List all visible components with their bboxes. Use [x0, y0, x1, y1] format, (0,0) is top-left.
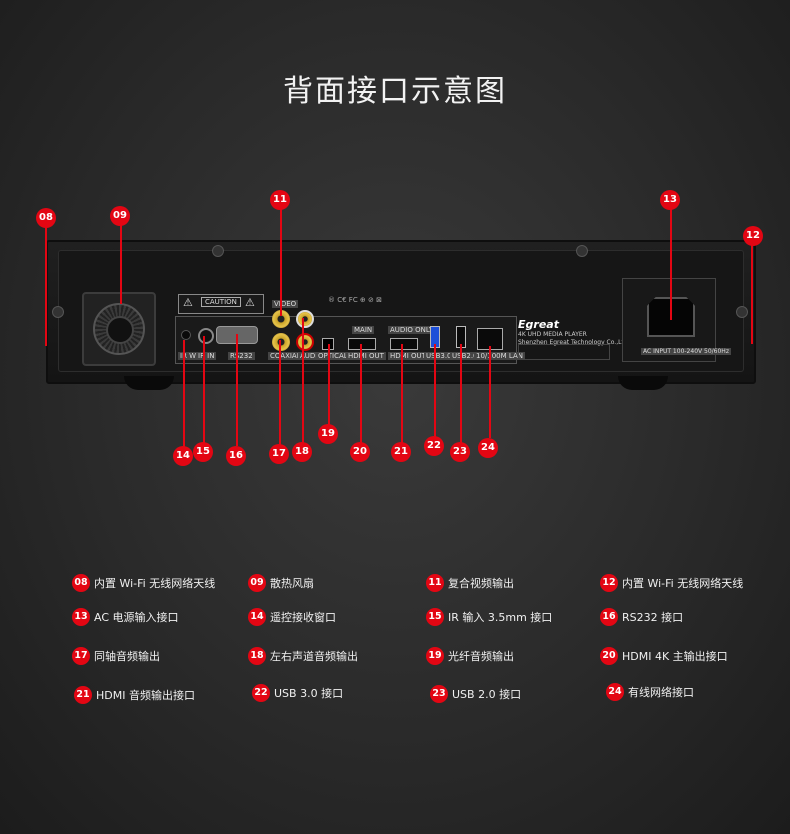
hdmi-main-port: [348, 338, 376, 350]
marker-11: 11: [270, 190, 290, 210]
marker-20: 20: [350, 442, 370, 462]
leader-line: [360, 344, 362, 444]
marker-12: 12: [743, 226, 763, 246]
rs232-label: RS232: [228, 352, 255, 360]
ac-label: AC INPUT 100-240V 50/60Hz: [641, 348, 731, 355]
leader-line: [236, 334, 238, 446]
screw: [576, 245, 588, 257]
marker-08: 08: [36, 208, 56, 228]
main-label: MAIN: [352, 326, 375, 334]
marker-09: 09: [110, 206, 130, 226]
brand-subtitle: 4K UHD MEDIA PLAYER: [518, 331, 587, 338]
marker-15: 15: [193, 442, 213, 462]
leader-line: [280, 208, 282, 316]
marker-14: 14: [173, 446, 193, 466]
power-inlet-panel: AC INPUT 100-240V 50/60Hz: [622, 278, 731, 362]
leader-line: [460, 344, 462, 444]
leader-line: [489, 346, 491, 438]
optical-label: OPTICAL: [316, 352, 350, 360]
antenna-line: [751, 244, 753, 344]
ir-label: IR IN: [196, 352, 217, 360]
audio-right-port: [296, 333, 314, 351]
marker-22: 22: [424, 436, 444, 456]
screw: [52, 306, 64, 318]
device-foot: [618, 376, 668, 390]
leader-line: [670, 208, 672, 320]
marker-17: 17: [269, 444, 289, 464]
marker-21: 21: [391, 442, 411, 462]
coaxial-port: [272, 333, 290, 351]
leader-line: [279, 340, 281, 446]
leader-line: [203, 336, 205, 444]
leader-line: [120, 224, 122, 304]
marker-23: 23: [450, 442, 470, 462]
ir-jack: [198, 328, 214, 344]
screw: [736, 306, 748, 318]
marker-18: 18: [292, 442, 312, 462]
ir-window-label: IR WIN: [178, 352, 206, 360]
leader-line: [183, 340, 185, 448]
screw: [212, 245, 224, 257]
hdmi-out-label: HDMI OUT: [346, 352, 386, 360]
sticker-box: [518, 344, 610, 360]
hdmi-audio-port: [390, 338, 418, 350]
marker-13: 13: [660, 190, 680, 210]
leader-line: [302, 318, 304, 444]
device-foot: [124, 376, 174, 390]
antenna-line: [45, 226, 47, 346]
ir-window: [181, 330, 191, 340]
usb3-label: USB3.0: [424, 352, 454, 360]
composite-video-port: [272, 310, 290, 328]
marker-19: 19: [318, 424, 338, 444]
usb2-label: USB2.0: [450, 352, 480, 360]
company-name: Shenzhen Egreat Technology Co.,Ltd: [518, 339, 628, 346]
caution-sticker: CAUTION ⚠ ⚠: [178, 294, 264, 314]
leader-line: [434, 344, 436, 438]
warning-icon: ⚠: [245, 296, 255, 309]
audio-only-label: AUDIO ONLY: [388, 326, 436, 334]
audio-label: AUDIO: [298, 352, 325, 360]
hdmi-out2-label: HDMI OUT: [388, 352, 428, 360]
certification-marks: ® C€ FC ⊕ ⊘ ⊠: [328, 296, 382, 304]
leader-line: [328, 344, 330, 426]
video-label: VIDEO: [272, 300, 299, 308]
lan-label: 10/100M LAN: [474, 352, 525, 360]
brand-name: Egreat: [518, 318, 559, 331]
marker-24: 24: [478, 438, 498, 458]
fan: [82, 292, 156, 366]
warning-icon: ⚠: [183, 296, 193, 309]
coaxial-label: COAXIAL: [268, 352, 303, 360]
marker-16: 16: [226, 446, 246, 466]
page-title: 背面接口示意图: [283, 74, 507, 109]
brand-block: Egreat 4K UHD MEDIA PLAYER Shenzhen Egre…: [518, 318, 628, 347]
leader-line: [401, 344, 403, 444]
audio-left-port: [296, 310, 314, 328]
